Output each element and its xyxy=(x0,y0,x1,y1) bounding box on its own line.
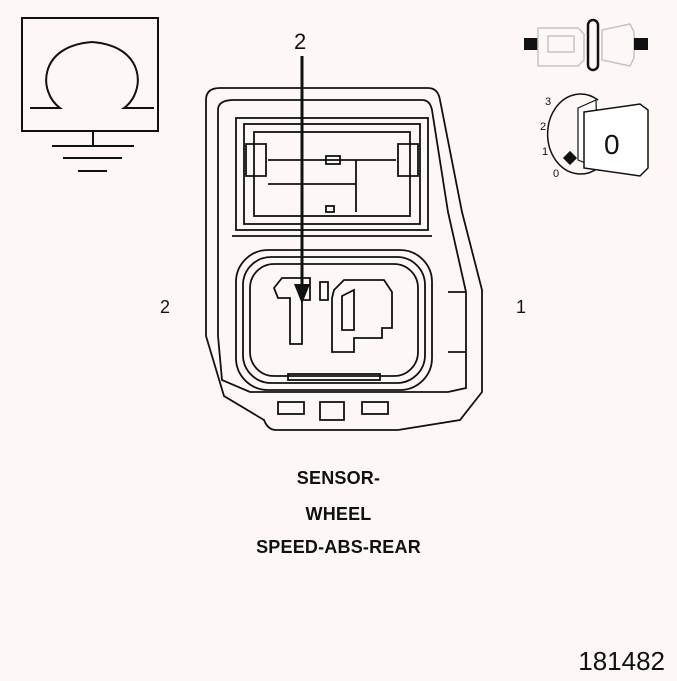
pin-label-left: 2 xyxy=(160,297,170,317)
pin-label-arrow: 2 xyxy=(294,29,306,54)
connector-end-view-icon xyxy=(524,18,648,72)
caption-line-2: WHEEL xyxy=(305,504,372,524)
pin-indicator-arrow xyxy=(294,56,310,304)
connector-body xyxy=(205,87,483,431)
position-label-3: 3 xyxy=(545,96,551,108)
key-position-icon xyxy=(546,93,649,177)
key-marker-label: 0 xyxy=(604,129,620,160)
position-label-2: 2 xyxy=(540,121,546,133)
position-label-0: 0 xyxy=(553,168,559,180)
reference-number: 181482 xyxy=(578,646,665,676)
pin-label-right: 1 xyxy=(516,297,526,317)
ground-omega-icon xyxy=(21,17,159,172)
position-label-1: 1 xyxy=(542,146,548,158)
caption-line-1: SENSOR- xyxy=(296,468,381,488)
caption-line-3: SPEED-ABS-REAR xyxy=(256,537,421,557)
